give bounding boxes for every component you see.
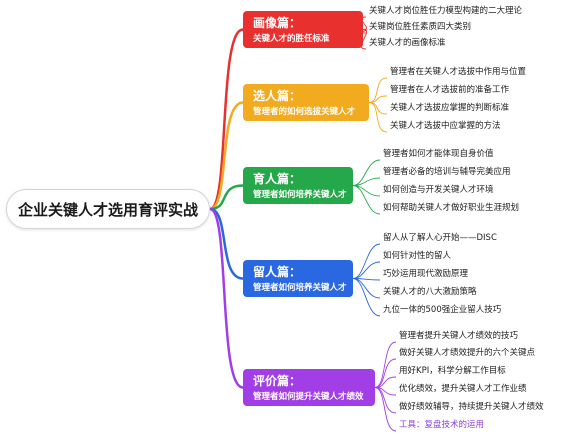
branch-subtitle: 管理者如何培养关键人才 — [253, 283, 347, 293]
branch-selection[interactable]: 选人篇： 管理者的如何选拔关键人才 — [243, 84, 369, 121]
leaf-connector — [352, 243, 381, 279]
root-node[interactable]: 企业关键人才选用育评实战 — [6, 189, 210, 229]
leaf-item[interactable]: 关键人才选拔中应掌握的方法 — [390, 121, 501, 131]
leaf-item[interactable]: 关键人才选拔应掌握的判断标准 — [390, 103, 510, 113]
branch-subtitle: 关键人才的胜任标准 — [253, 34, 330, 44]
leaf-item[interactable]: 用好KPI，科学分解工作目标 — [399, 366, 506, 376]
leaf-item[interactable]: 关键人才的八大激励策略 — [383, 287, 477, 297]
branch-title: 留人篇： — [253, 265, 302, 279]
leaf-item[interactable]: 巧妙运用现代激励原理 — [383, 269, 469, 279]
root-title: 企业关键人才选用育评实战 — [17, 200, 198, 219]
branch-subtitle: 管理者如何提升关键人才绩效 — [253, 392, 364, 402]
branch-evaluation[interactable]: 评价篇： 管理者如何提升关键人才绩效 — [243, 369, 375, 406]
leaf-item[interactable]: 管理者提升关键人才绩效的技巧 — [399, 331, 519, 341]
leaf-connector — [352, 159, 381, 186]
leaf-connector — [374, 358, 397, 388]
branch-title: 育人篇： — [253, 172, 302, 186]
branch-subtitle: 管理者的如何选拔关键人才 — [253, 107, 356, 117]
branch-title: 画像篇： — [253, 16, 302, 30]
leaf-connector — [368, 77, 388, 103]
leaf-connector — [352, 261, 381, 279]
leaf-item[interactable]: 管理者如何才能体现自身价值 — [383, 149, 494, 159]
leaf-connector — [374, 376, 397, 388]
leaf-item[interactable]: 优化绩效，提升关键人才工作业绩 — [399, 384, 527, 394]
branch-retention[interactable]: 留人篇： 管理者如何培养关键人才 — [243, 260, 353, 297]
leaf-item[interactable]: 做好关键人才绩效提升的六个关键点 — [399, 348, 536, 358]
leaf-item[interactable]: 如何针对性的留人 — [383, 251, 452, 261]
leaf-item[interactable]: 关键岗位胜任素质四大类别 — [369, 22, 472, 32]
branch-connector — [209, 184, 244, 211]
branch-connector — [209, 101, 244, 211]
leaf-item[interactable]: 关键人才岗位胜任力模型构建的二大理论 — [369, 6, 523, 16]
leaf-connector — [368, 102, 388, 133]
leaf-item[interactable]: 如何创造与开发关键人才环境 — [383, 185, 494, 195]
leaf-connector — [368, 102, 388, 115]
leaf-item[interactable]: 关键人才的画像标准 — [369, 38, 446, 48]
branch-title: 评价篇： — [253, 374, 302, 388]
leaf-item[interactable]: 如何帮助关键人才做好职业生涯规划 — [383, 203, 520, 213]
leaf-connector — [374, 387, 397, 432]
leaf-connector — [352, 177, 381, 186]
leaf-item-tool[interactable]: 工具：复盘技术的运用 — [399, 420, 485, 430]
branch-title: 选人篇： — [253, 89, 302, 103]
leaf-connector — [352, 278, 381, 317]
branch-cultivation[interactable]: 育人篇： 管理者如何培养关键人才 — [243, 167, 353, 204]
leaf-item[interactable]: 管理者在人才选拔前的准备工作 — [390, 85, 510, 95]
branch-connector — [209, 207, 244, 280]
branch-connector — [209, 28, 244, 211]
leaf-connector — [374, 341, 397, 388]
branch-connector — [209, 207, 244, 389]
branch-portrait[interactable]: 画像篇： 关键人才的胜任标准 — [243, 11, 363, 48]
leaf-item[interactable]: 留人从了解人心开始——DISC — [383, 233, 497, 243]
leaf-connector — [352, 185, 381, 215]
branch-subtitle: 管理者如何培养关键人才 — [253, 190, 347, 200]
leaf-item[interactable]: 做好绩效辅导，持续提升关键人才绩效 — [399, 402, 544, 412]
leaf-item[interactable]: 管理者在关键人才选拔中作用与位置 — [390, 67, 527, 77]
leaf-item[interactable]: 管理者必备的培训与辅导完美应用 — [383, 167, 511, 177]
leaf-connector — [360, 29, 367, 50]
leaf-connector — [352, 278, 381, 299]
leaf-item[interactable]: 九位一体的500强企业留人技巧 — [383, 305, 502, 315]
